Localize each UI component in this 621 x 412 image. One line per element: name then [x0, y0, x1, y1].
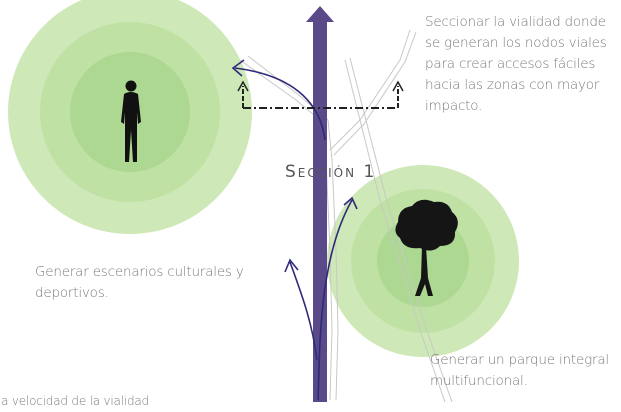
section-arrow-left-icon — [237, 80, 249, 92]
diagram-canvas — [8, 0, 519, 402]
access-arrow-3 — [289, 261, 318, 361]
annotation-access-text: Seccionar la vialidad donde se generan l… — [425, 12, 607, 117]
annotation-line: multifuncional. — [430, 373, 528, 389]
annotation-line: impacto. — [425, 98, 483, 114]
annotation-line: Generar un parque integral — [430, 352, 609, 368]
annotation-line: se generan los nodos viales — [425, 35, 607, 51]
annotation-line: deportivos. — [35, 285, 109, 301]
annotation-cultural-text: Generar escenarios culturales y deportiv… — [35, 262, 244, 304]
annotation-line: hacia las zonas con mayor — [425, 77, 600, 93]
annotation-park-text: Generar un parque integral multifunciona… — [430, 350, 609, 392]
annotation-line: Seccionar la vialidad donde — [425, 14, 606, 30]
annotation-line: para crear accesos fáciles — [425, 56, 596, 72]
section-arrow-right-icon — [392, 80, 404, 92]
section-label: Sección 1 — [285, 162, 377, 182]
access-arrows — [231, 59, 358, 401]
access-arrow-2 — [317, 199, 353, 401]
annotation-line: Generar escenarios culturales y — [35, 264, 244, 280]
section-line — [242, 86, 399, 109]
person-icon — [121, 80, 141, 162]
road-lines — [239, 29, 453, 402]
access-arrow-1 — [234, 67, 326, 141]
tree-icon — [395, 199, 458, 296]
